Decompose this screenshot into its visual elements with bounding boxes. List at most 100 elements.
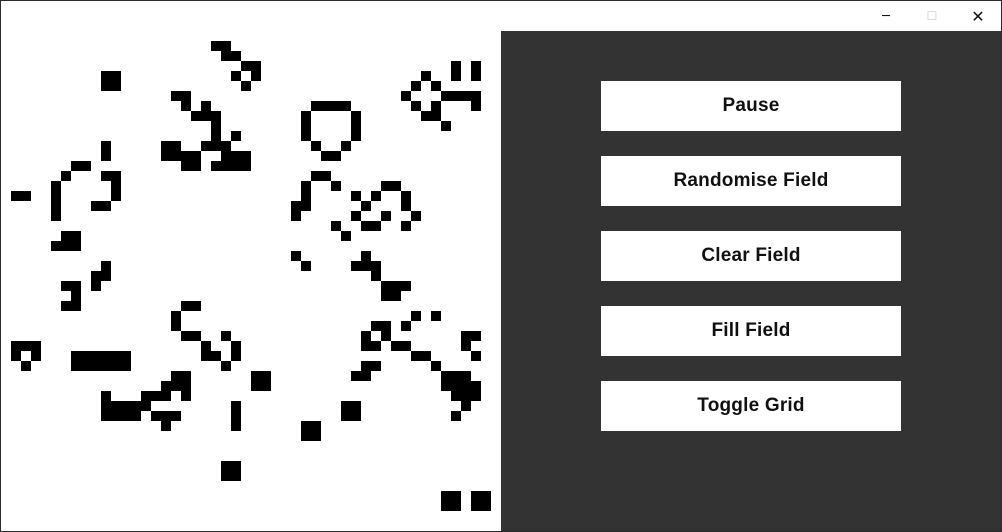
- live-cell[interactable]: [201, 351, 211, 361]
- live-cell[interactable]: [191, 161, 201, 171]
- live-cell[interactable]: [211, 161, 221, 171]
- live-cell[interactable]: [11, 341, 21, 351]
- live-cell[interactable]: [451, 381, 461, 391]
- live-cell[interactable]: [241, 161, 251, 171]
- live-cell[interactable]: [191, 111, 201, 121]
- live-cell[interactable]: [111, 401, 121, 411]
- live-cell[interactable]: [471, 61, 481, 71]
- live-cell[interactable]: [361, 221, 371, 231]
- live-cell[interactable]: [401, 191, 411, 201]
- live-cell[interactable]: [231, 71, 241, 81]
- live-cell[interactable]: [171, 311, 181, 321]
- live-cell[interactable]: [461, 381, 471, 391]
- live-cell[interactable]: [351, 111, 361, 121]
- live-cell[interactable]: [421, 351, 431, 361]
- live-cell[interactable]: [251, 381, 261, 391]
- live-cell[interactable]: [81, 361, 91, 371]
- live-cell[interactable]: [311, 101, 321, 111]
- live-cell[interactable]: [61, 281, 71, 291]
- live-cell[interactable]: [71, 361, 81, 371]
- live-cell[interactable]: [351, 401, 361, 411]
- live-cell[interactable]: [391, 341, 401, 351]
- live-cell[interactable]: [201, 341, 211, 351]
- live-cell[interactable]: [101, 361, 111, 371]
- live-cell[interactable]: [471, 501, 481, 511]
- live-cell[interactable]: [361, 201, 371, 211]
- live-cell[interactable]: [91, 351, 101, 361]
- live-cell[interactable]: [211, 121, 221, 131]
- live-cell[interactable]: [211, 41, 221, 51]
- live-cell[interactable]: [331, 221, 341, 231]
- live-cell[interactable]: [461, 371, 471, 381]
- live-cell[interactable]: [301, 191, 311, 201]
- live-cell[interactable]: [71, 161, 81, 171]
- live-cell[interactable]: [361, 261, 371, 271]
- live-cell[interactable]: [251, 71, 261, 81]
- live-cell[interactable]: [91, 281, 101, 291]
- live-cell[interactable]: [161, 381, 171, 391]
- live-cell[interactable]: [181, 371, 191, 381]
- live-cell[interactable]: [261, 371, 271, 381]
- live-cell[interactable]: [301, 131, 311, 141]
- live-cell[interactable]: [461, 401, 471, 411]
- live-cell[interactable]: [61, 231, 71, 241]
- fill-field-button[interactable]: Fill Field: [601, 306, 901, 356]
- live-cell[interactable]: [331, 101, 341, 111]
- live-cell[interactable]: [61, 171, 71, 181]
- live-cell[interactable]: [101, 201, 111, 211]
- live-cell[interactable]: [191, 301, 201, 311]
- live-cell[interactable]: [201, 141, 211, 151]
- live-cell[interactable]: [421, 71, 431, 81]
- live-cell[interactable]: [391, 181, 401, 191]
- live-cell[interactable]: [371, 261, 381, 271]
- randomise-field-button[interactable]: Randomise Field: [601, 156, 901, 206]
- live-cell[interactable]: [151, 411, 161, 421]
- live-cell[interactable]: [191, 331, 201, 341]
- live-cell[interactable]: [411, 351, 421, 361]
- live-cell[interactable]: [451, 371, 461, 381]
- live-cell[interactable]: [301, 431, 311, 441]
- live-cell[interactable]: [171, 141, 181, 151]
- live-cell[interactable]: [111, 411, 121, 421]
- live-cell[interactable]: [451, 71, 461, 81]
- live-cell[interactable]: [461, 341, 471, 351]
- live-cell[interactable]: [401, 281, 411, 291]
- pause-button[interactable]: Pause: [601, 81, 901, 131]
- live-cell[interactable]: [101, 171, 111, 181]
- live-cell[interactable]: [111, 181, 121, 191]
- live-cell[interactable]: [351, 121, 361, 131]
- live-cell[interactable]: [471, 381, 481, 391]
- cell-grid[interactable]: [1, 31, 501, 531]
- close-button[interactable]: ✕: [955, 1, 1001, 31]
- live-cell[interactable]: [411, 101, 421, 111]
- live-cell[interactable]: [181, 101, 191, 111]
- live-cell[interactable]: [301, 121, 311, 131]
- live-cell[interactable]: [371, 321, 381, 331]
- live-cell[interactable]: [231, 421, 241, 431]
- live-cell[interactable]: [61, 241, 71, 251]
- live-cell[interactable]: [221, 461, 231, 471]
- live-cell[interactable]: [381, 331, 391, 341]
- live-cell[interactable]: [231, 341, 241, 351]
- live-cell[interactable]: [171, 371, 181, 381]
- live-cell[interactable]: [321, 151, 331, 161]
- live-cell[interactable]: [351, 211, 361, 221]
- live-cell[interactable]: [31, 351, 41, 361]
- live-cell[interactable]: [21, 341, 31, 351]
- live-cell[interactable]: [461, 391, 471, 401]
- live-cell[interactable]: [481, 491, 491, 501]
- live-cell[interactable]: [341, 411, 351, 421]
- live-cell[interactable]: [231, 471, 241, 481]
- live-cell[interactable]: [351, 261, 361, 271]
- live-cell[interactable]: [381, 211, 391, 221]
- live-cell[interactable]: [441, 381, 451, 391]
- live-cell[interactable]: [61, 301, 71, 311]
- live-cell[interactable]: [101, 411, 111, 421]
- live-cell[interactable]: [331, 181, 341, 191]
- live-cell[interactable]: [471, 91, 481, 101]
- live-cell[interactable]: [11, 191, 21, 201]
- live-cell[interactable]: [51, 201, 61, 211]
- live-cell[interactable]: [201, 101, 211, 111]
- live-cell[interactable]: [431, 361, 441, 371]
- live-cell[interactable]: [151, 391, 161, 401]
